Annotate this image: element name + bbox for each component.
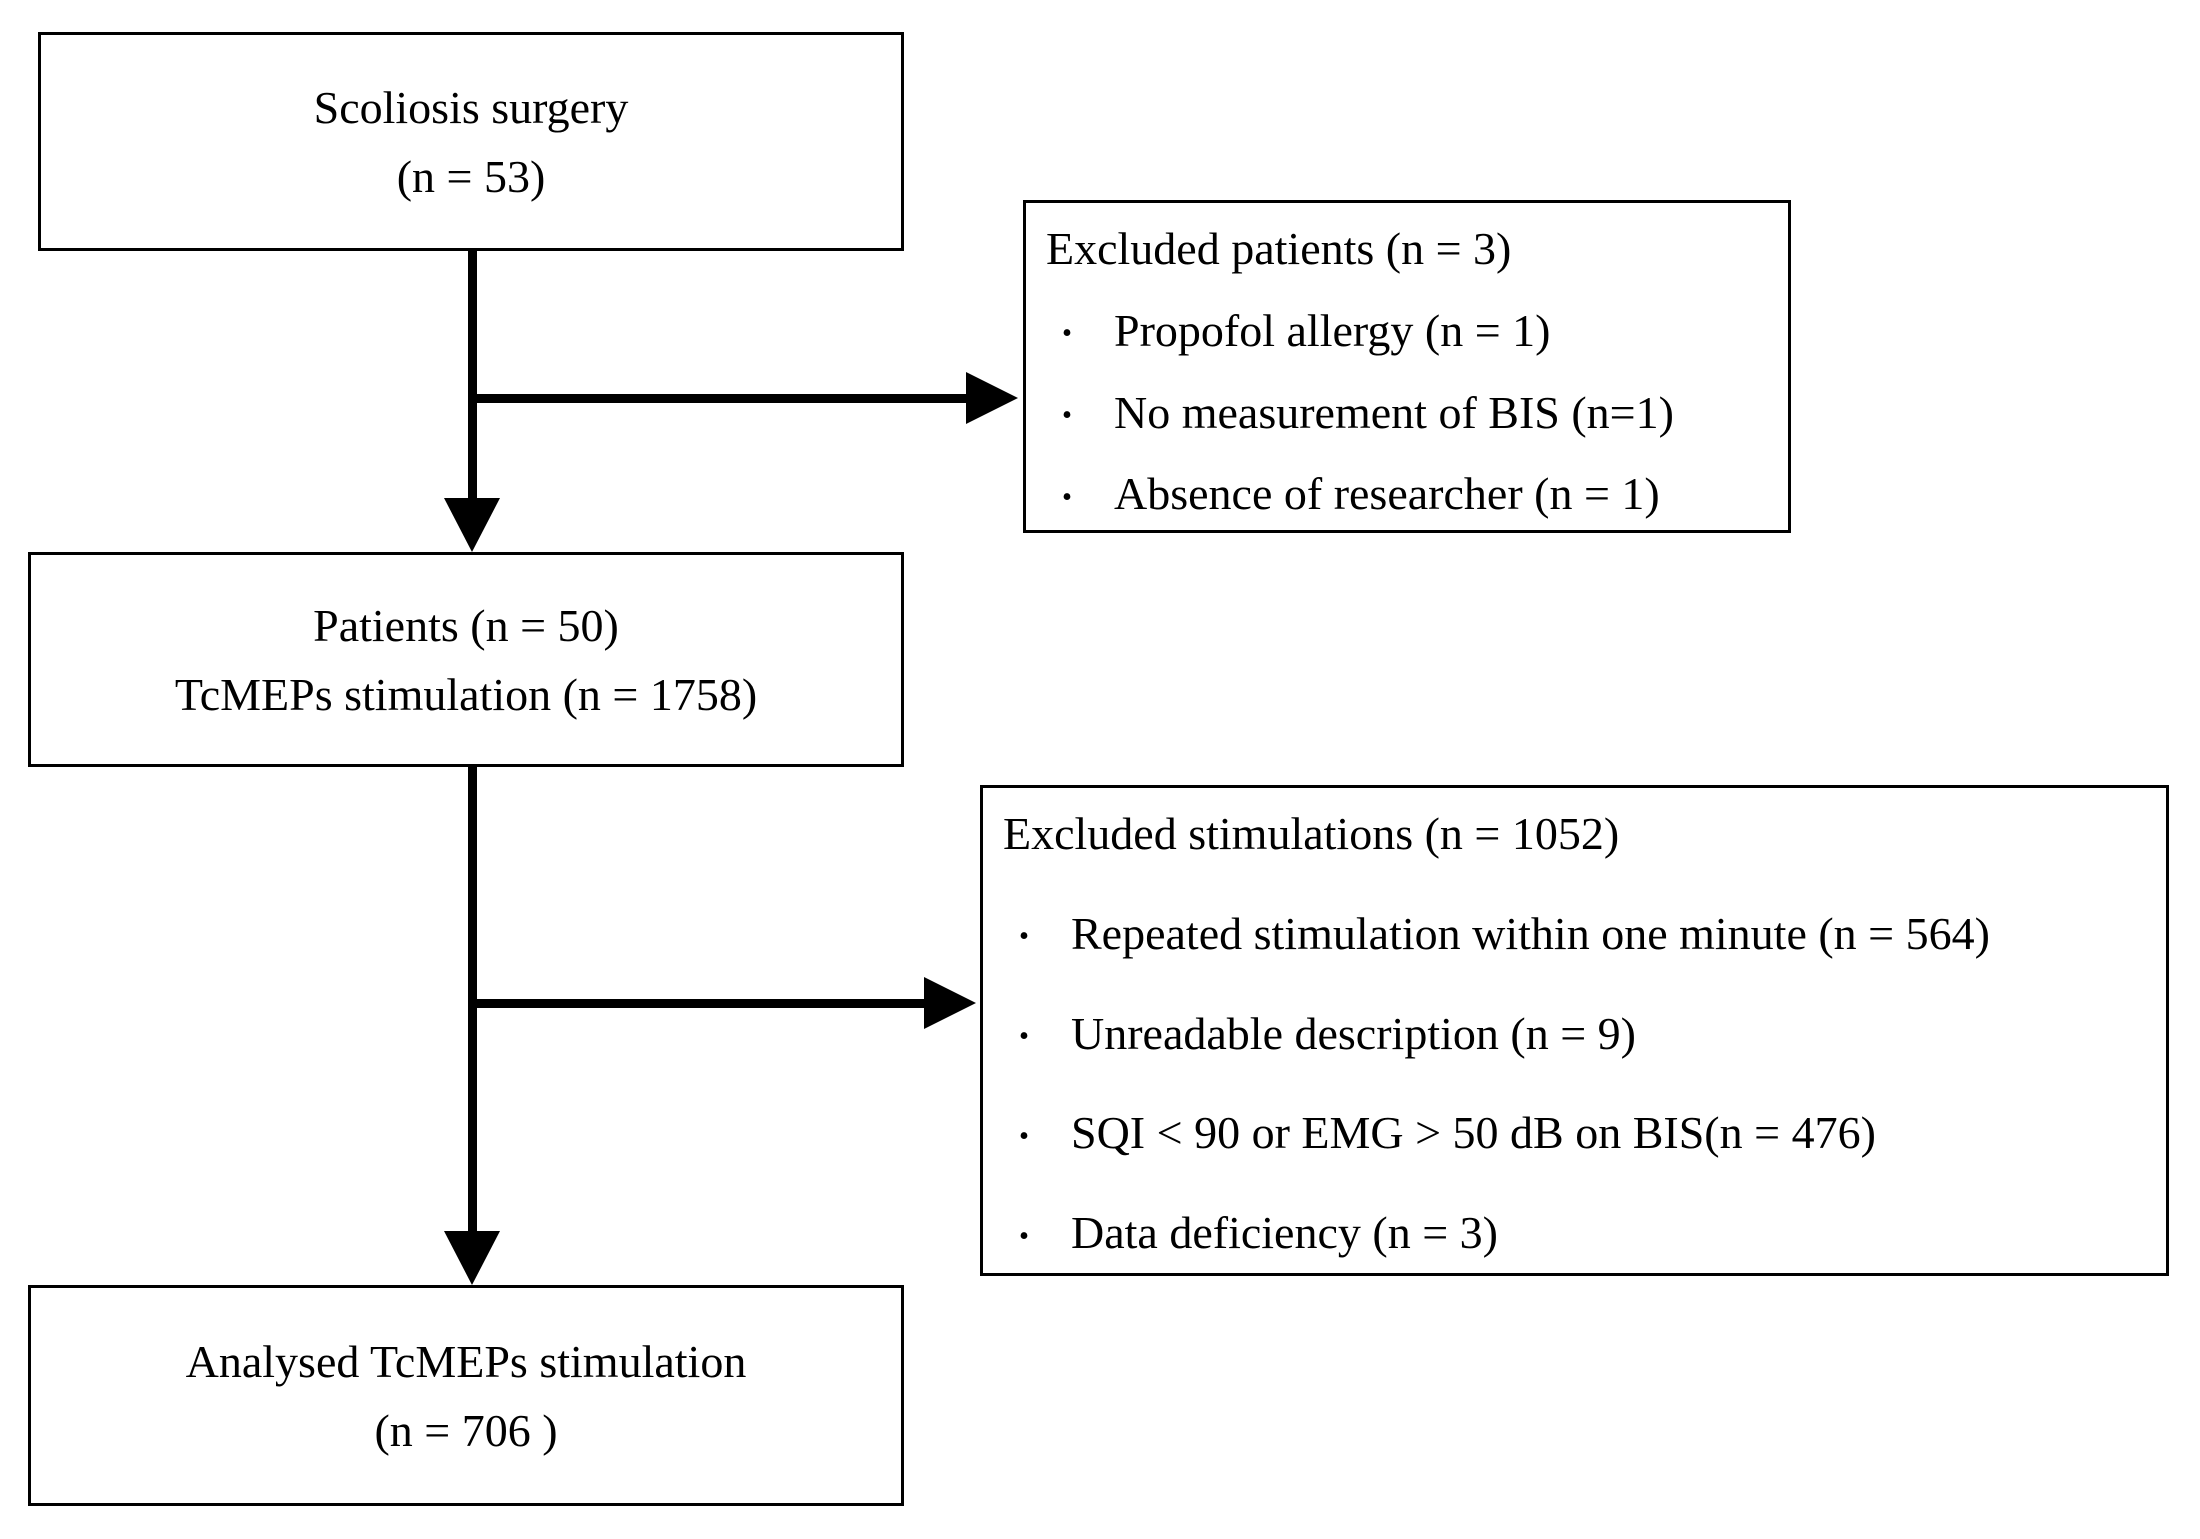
- arrow-to-excluded-stimulations-head-icon: [924, 977, 976, 1029]
- scoliosis-surgery-label: Scoliosis surgery: [313, 81, 629, 133]
- arrow-scoliosis-to-patients-head-icon: [444, 498, 500, 552]
- scoliosis-surgery-box: Scoliosis surgery (n = 53): [38, 32, 904, 251]
- excluded-stimulations-box: Excluded stimulations (n = 1052) • Repea…: [980, 785, 2169, 1276]
- excluded-patients-title: Excluded patients (n = 3): [1046, 223, 1512, 274]
- patients-box: Patients (n = 50) TcMEPs stimulation (n …: [28, 552, 904, 767]
- list-item: • Propofol allergy (n = 1): [1046, 301, 1770, 361]
- bullet-icon: •: [1019, 921, 1029, 953]
- bullet-icon: •: [1019, 1120, 1029, 1152]
- arrow-to-excluded-patients-head-icon: [966, 372, 1018, 424]
- patients-count: Patients (n = 50): [313, 599, 619, 651]
- arrow-to-excluded-stimulations-line: [472, 999, 926, 1008]
- excluded-stimulations-item-text: Repeated stimulation within one minute (…: [1071, 907, 1990, 959]
- arrow-scoliosis-to-patients-line: [468, 250, 477, 500]
- analysed-stimulation-box: Analysed TcMEPs stimulation (n = 706 ): [28, 1285, 904, 1506]
- excluded-stimulations-list: • Repeated stimulation within one minute…: [1003, 904, 2148, 1263]
- excluded-patients-item-text: No measurement of BIS (n=1): [1114, 386, 1674, 438]
- list-item: • Unreadable description (n = 9): [1003, 1004, 2148, 1064]
- arrow-patients-to-analysed-head-icon: [444, 1231, 500, 1285]
- excluded-patients-list: • Propofol allergy (n = 1) • No measurem…: [1046, 301, 1770, 524]
- list-item: • SQI < 90 or EMG > 50 dB on BIS(n = 476…: [1003, 1103, 2148, 1163]
- list-item: • No measurement of BIS (n=1): [1046, 383, 1770, 443]
- list-item: • Absence of researcher (n = 1): [1046, 464, 1770, 524]
- excluded-stimulations-item-text: Data deficiency (n = 3): [1071, 1207, 1498, 1259]
- excluded-patients-item-text: Propofol allergy (n = 1): [1114, 304, 1551, 356]
- bullet-icon: •: [1019, 1021, 1029, 1053]
- excluded-stimulations-title: Excluded stimulations (n = 1052): [1003, 808, 1620, 859]
- list-item: • Data deficiency (n = 3): [1003, 1203, 2148, 1263]
- arrow-to-excluded-patients-line: [472, 394, 968, 403]
- analysed-stimulation-count: (n = 706 ): [374, 1404, 558, 1456]
- excluded-stimulations-item-text: Unreadable description (n = 9): [1071, 1007, 1636, 1059]
- excluded-patients-box: Excluded patients (n = 3) • Propofol all…: [1023, 200, 1791, 533]
- excluded-patients-item-text: Absence of researcher (n = 1): [1114, 468, 1660, 520]
- bullet-icon: •: [1062, 481, 1072, 513]
- analysed-stimulation-label: Analysed TcMEPs stimulation: [185, 1335, 747, 1387]
- scoliosis-surgery-count: (n = 53): [396, 150, 546, 202]
- excluded-stimulations-item-text: SQI < 90 or EMG > 50 dB on BIS(n = 476): [1071, 1107, 1876, 1159]
- bullet-icon: •: [1019, 1220, 1029, 1252]
- bullet-icon: •: [1062, 400, 1072, 432]
- list-item: • Repeated stimulation within one minute…: [1003, 904, 2148, 964]
- patients-stimulation-count: TcMEPs stimulation (n = 1758): [174, 668, 758, 720]
- bullet-icon: •: [1062, 318, 1072, 350]
